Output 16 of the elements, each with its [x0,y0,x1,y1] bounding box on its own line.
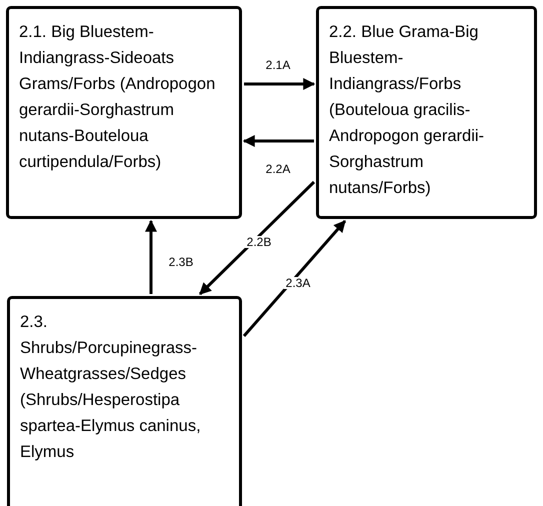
state-description: 2.3. Shrubs/Porcupinegrass-Wheatgrasses/Sedges (Shrubs/Hesperostipa spartea-Elymus caninus, Elymus [20,312,202,463]
arrow [244,78,316,90]
arrow [242,220,346,337]
arrow [198,180,316,296]
edge-label: 2.3A [284,277,312,289]
edge-label: 2.3B [166,256,196,268]
state-box [6,6,242,219]
edge-label: 2.2B [244,236,274,248]
state-description: 2.2. Blue Grama-Big Bluestem-Indiangrass/Forbs (Bouteloua gracilis-Andropogon gerardii-Sorghastrum nutans/Forbs) [329,22,486,199]
state-box [7,296,242,506]
state-box [316,6,537,219]
state-description: 2.1. Big Bluestem-Indiangrass-Sideoats Grams/Forbs (Andropogon gerardii-Sorghastrum nutans-Bouteloua curtipendula/Forbs) [19,22,216,173]
edge-label: 2.1A [264,59,292,71]
arrow [242,135,314,147]
edge-label: 2.2A [264,163,292,175]
arrow [145,220,157,294]
